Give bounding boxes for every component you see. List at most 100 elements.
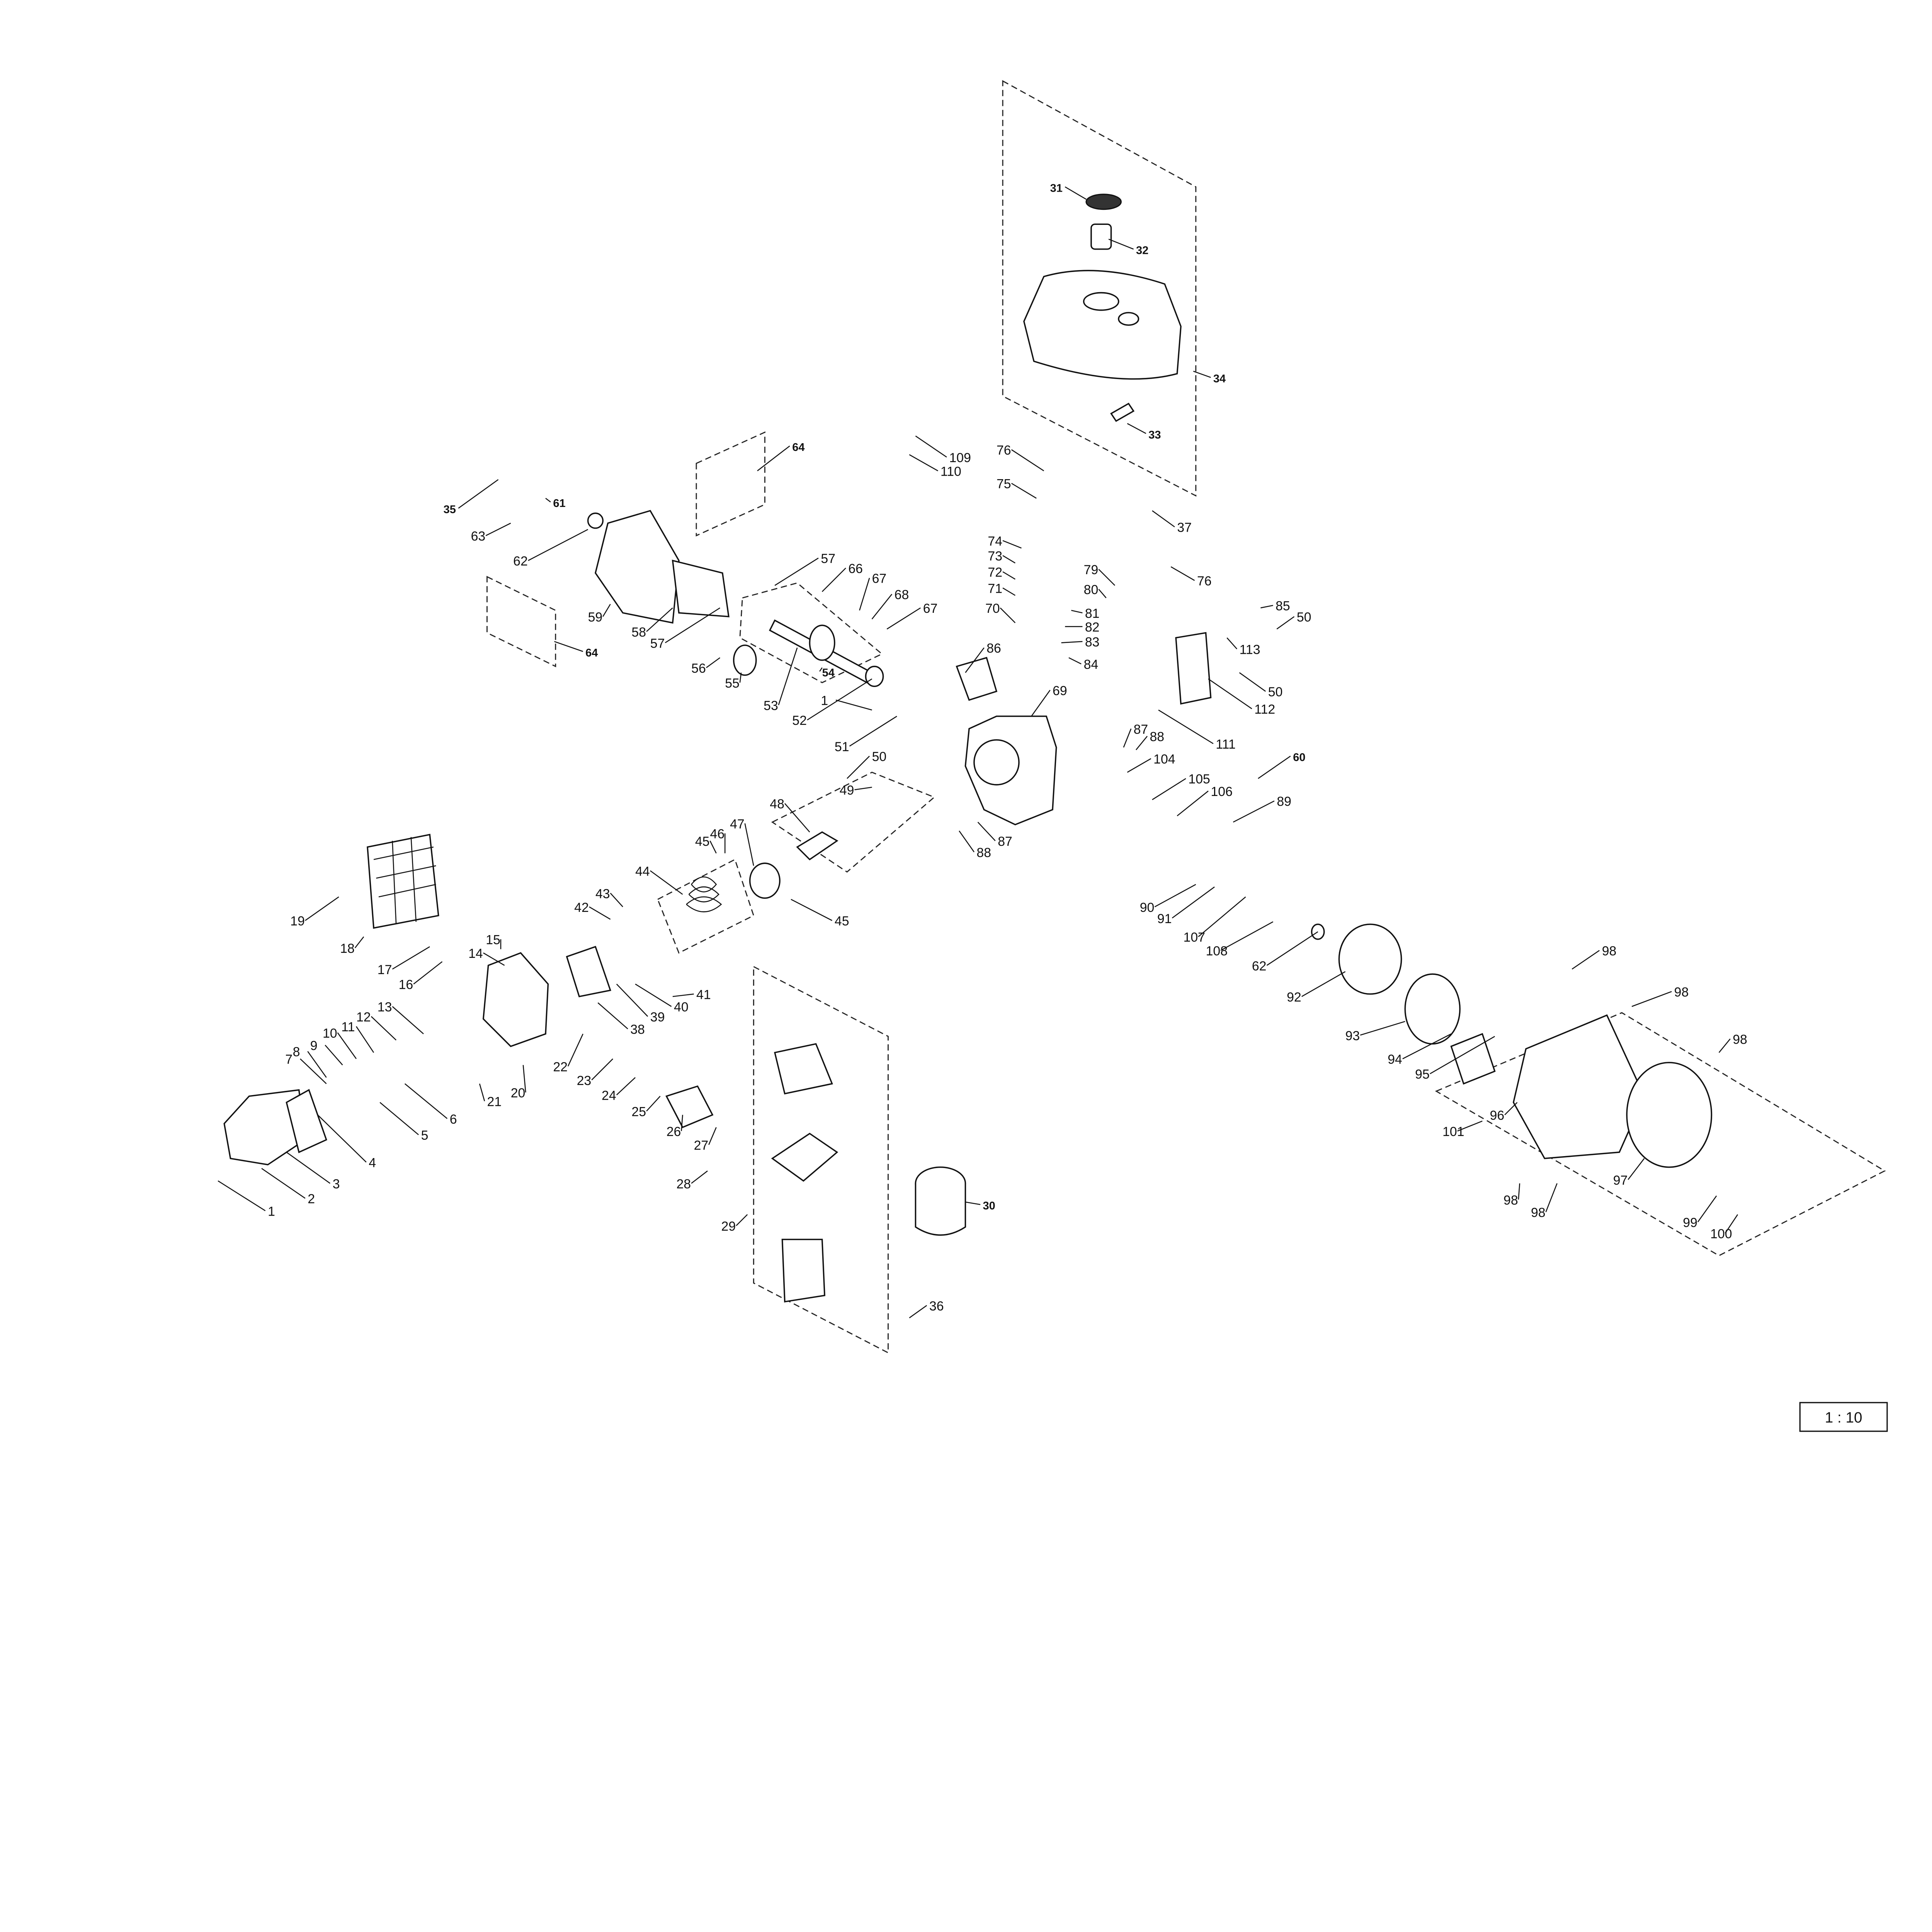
callout-leader-line (672, 993, 694, 997)
oil-seal-part (587, 512, 604, 529)
fuel-valve-part (1110, 403, 1135, 422)
callout-39: 39 (650, 1010, 665, 1024)
callout-96: 96 (1490, 1108, 1505, 1123)
callout-95: 95 (1415, 1067, 1430, 1082)
callout-leader-line (1226, 637, 1238, 650)
callout-98: 98 (1503, 1193, 1518, 1208)
callout-labels: 3132343310911076753776643561636259576667… (218, 182, 1747, 1318)
callout-71: 71 (988, 581, 1002, 596)
callout-45: 45 (835, 914, 849, 929)
air-filter-element-body (915, 1183, 966, 1236)
crankcase-cover-part (595, 510, 680, 624)
callout-leader-line (774, 558, 819, 586)
callout-leader-line (317, 1114, 367, 1163)
callout-leader-line (545, 498, 551, 503)
callout-98: 98 (1531, 1206, 1546, 1220)
callout-leader-line (1457, 1121, 1483, 1132)
callout-leader-line (1158, 709, 1214, 744)
callout-leader-line (483, 952, 505, 966)
callout-leader-line (218, 1180, 266, 1211)
callout-leader-line (1518, 1183, 1520, 1200)
callout-83: 83 (1085, 635, 1100, 650)
fuel-valve-group-box (696, 431, 765, 537)
tank-filler-neck (1083, 292, 1119, 311)
callout-53: 53 (764, 699, 778, 713)
callout-59: 59 (588, 610, 603, 625)
callout-25: 25 (631, 1104, 646, 1119)
callout-leader-line (909, 1305, 927, 1318)
callout-leader-line (1276, 616, 1295, 630)
callout-leader-line (965, 1201, 981, 1205)
callout-84: 84 (1084, 657, 1099, 672)
callout-50: 50 (872, 750, 887, 764)
callout-leader-line (354, 936, 364, 949)
callout-leader-line (522, 1065, 526, 1093)
callout-leader-line (1002, 555, 1015, 564)
callout-44: 44 (635, 864, 650, 879)
scale-box: 1 : 10 (1799, 1402, 1888, 1432)
callout-leader-line (392, 946, 430, 970)
callout-leader-line (1000, 607, 1016, 623)
callout-leader-line (965, 647, 985, 673)
callout-leader-line (610, 893, 623, 907)
callout-64: 64 (792, 441, 804, 454)
callout-29: 29 (721, 1219, 736, 1234)
callout-leader-line (859, 578, 870, 611)
callout-48: 48 (770, 797, 784, 811)
callout-56: 56 (691, 661, 706, 676)
callout-1: 1 (821, 694, 828, 708)
callout-28: 28 (676, 1177, 691, 1191)
callout-24: 24 (602, 1088, 616, 1103)
callout-leader-line (392, 1006, 424, 1034)
callout-89: 89 (1277, 794, 1291, 809)
callout-leader-line (1068, 657, 1082, 665)
callout-91: 91 (1157, 912, 1172, 926)
callout-leader-line (871, 594, 893, 619)
muffler-part (367, 833, 439, 929)
control-bracket-part (1175, 632, 1212, 705)
callout-leader-line (1071, 610, 1083, 614)
callout-7: 7 (285, 1052, 293, 1067)
callout-50: 50 (1268, 685, 1283, 699)
callout-111: 111 (1216, 737, 1235, 752)
callout-leader-line (1177, 791, 1209, 816)
callout-leader-line (479, 1083, 485, 1102)
governor-group-box (771, 772, 935, 873)
scale-text: 1 : 10 (1825, 1409, 1862, 1426)
starter-cup-part (1450, 1033, 1496, 1085)
callout-leader-line (554, 641, 583, 652)
callout-leader-line (821, 568, 846, 592)
callout-leader-line (708, 1127, 717, 1145)
callout-58: 58 (631, 625, 646, 639)
callout-leader-line (589, 906, 611, 920)
callout-4: 4 (369, 1156, 376, 1170)
callout-40: 40 (674, 1000, 689, 1015)
callout-57: 57 (650, 636, 665, 651)
callout-42: 42 (574, 900, 589, 915)
callout-79: 79 (1084, 563, 1099, 577)
callout-leader-line (635, 983, 672, 1007)
callout-leader-line (709, 840, 717, 854)
muffler-guard-grid (373, 837, 436, 925)
callout-leader-line (1233, 800, 1275, 823)
callout-107: 107 (1184, 930, 1205, 945)
callout-leader-line (591, 1058, 613, 1080)
callout-leader-line (959, 830, 975, 852)
air-filter-group-box (753, 966, 889, 1354)
callout-leader-line (1220, 921, 1274, 951)
callout-leader-line (458, 479, 499, 509)
callout-leader-line (909, 454, 939, 471)
callout-26: 26 (667, 1124, 681, 1139)
callout-leader-line (261, 1168, 306, 1199)
callout-leader-line (1002, 571, 1015, 580)
callout-99: 99 (1683, 1215, 1697, 1230)
callout-87: 87 (1134, 722, 1148, 737)
callout-51: 51 (835, 740, 849, 754)
exploded-parts-diagram: 3132343310911076753776643561636259576667… (218, 80, 1888, 1432)
callout-11: 11 (341, 1020, 355, 1034)
callout-leader-line (616, 983, 648, 1017)
blower-housing-part (1512, 1014, 1645, 1159)
callout-50: 50 (1297, 610, 1311, 625)
callout-leader-line (337, 1032, 357, 1059)
callout-37: 37 (1177, 520, 1192, 535)
